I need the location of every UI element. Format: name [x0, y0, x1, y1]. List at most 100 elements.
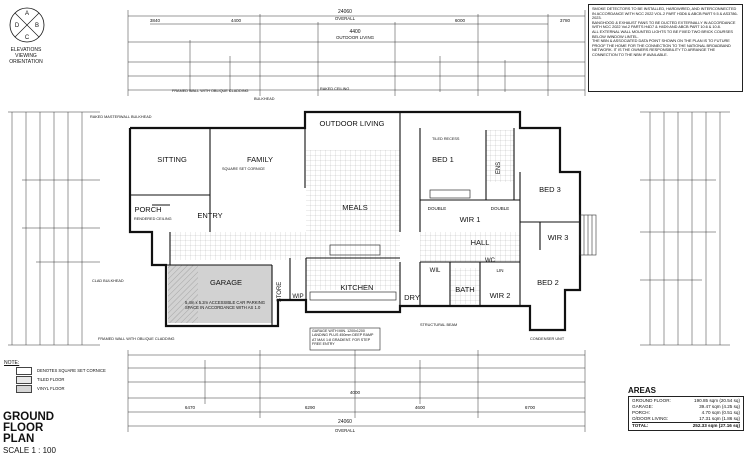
room-wir2: WIR 2	[490, 291, 511, 300]
dim-outdoor-living-label: OUTDOOR LIVING	[336, 35, 375, 40]
note-framed-wall-top: FRAMED WALL WITH OBLIQUE CLADDING	[172, 89, 249, 93]
legend: NOTE: DENOTES SQUARE SET CORNICE TILED F…	[4, 360, 114, 393]
room-linen: LIN	[496, 268, 503, 273]
interior-walls	[130, 112, 580, 326]
note-square-set: SQUARE SET CORNICE	[222, 167, 265, 171]
left-dimensions	[8, 111, 100, 346]
garage-note-container: 5.4m x 5.2m ACCESSIBLE CAR PARKING SPACE…	[185, 300, 265, 310]
compass-line	[14, 12, 40, 38]
room-bed3: BED 3	[539, 185, 561, 194]
orientation-letter: A	[25, 11, 29, 17]
room-sitting: SITTING	[157, 155, 187, 164]
areas-label: GROUND FLOOR:	[632, 398, 671, 403]
dim-overall-top: 24060	[338, 9, 352, 15]
note-text: BANGHOOD & EXHAUST FANS TO BE DUCTED EXT…	[592, 19, 736, 30]
legend-item: DENOTES SQUARE SET CORNICE	[4, 366, 114, 375]
room-dry: DRY	[404, 293, 420, 302]
dim-overall-top-label: OVERALL	[335, 16, 356, 21]
legend-item: VINYL FLOOR	[4, 384, 114, 393]
bottom-dimensions	[127, 350, 586, 432]
areas-panel: AREAS GROUND FLOOR: 190.85 sqm (20.54 sq…	[628, 386, 744, 431]
areas-squares: (4.25 sq)	[721, 404, 740, 409]
areas-row: GROUND FLOOR: 190.85 sqm (20.54 sq)	[632, 398, 740, 404]
dim-overall-bottom: 24060	[338, 419, 352, 425]
dim-bottom: 6700	[525, 405, 536, 410]
label-double-1: DOUBLE	[428, 206, 447, 211]
note-raked-ceiling: RAKED CEILING	[320, 87, 349, 91]
room-kitchen: KITCHEN	[341, 283, 374, 292]
note-text: SMOKE DETECTORS TO BE INSTALLED, HARDWIR…	[592, 6, 738, 21]
tiled-floor-entry	[170, 232, 306, 260]
legend-item: TILED FLOOR	[4, 375, 114, 384]
areas-total-value: 252.33 sqm	[692, 423, 718, 428]
room-bath: BATH	[455, 285, 474, 294]
dim-top: 3840	[150, 18, 161, 23]
areas-title: AREAS	[628, 386, 657, 395]
areas-total-row: TOTAL: 252.33 sqm (27.16 sq)	[632, 422, 740, 429]
rear-deck-steps	[579, 214, 597, 256]
note-text: THE NBN & ASSOCIATED DATA POINT SHOWN ON…	[592, 38, 731, 57]
areas-value: 190.85 sqm	[694, 398, 719, 403]
orientation-letter: C	[25, 35, 30, 41]
note-tiled-recess: TILED RECESS	[432, 137, 460, 141]
room-entry: ENTRY	[197, 211, 222, 220]
room-wir1: WIR 1	[460, 215, 481, 224]
plan-scale: SCALE 1 : 100	[3, 446, 56, 455]
note-framed-wall-bottom: FRAMED WALL WITH OBLIQUE CLADDING	[98, 337, 175, 341]
room-garage: GARAGE	[210, 278, 242, 287]
tiled-floor-ens	[486, 130, 514, 182]
tiled-floor-hall	[420, 232, 520, 262]
legend-swatch	[16, 384, 32, 393]
room-wip: WIP	[292, 294, 303, 300]
note-porch-ceiling: RENDERED CEILING	[134, 217, 172, 221]
areas-row: GARAGE: 39.47 sqm (4.25 sq)	[632, 404, 740, 410]
notes-box: SMOKE DETECTORS TO BE INSTALLED, HARDWIR…	[588, 4, 743, 92]
kitchen-benches	[309, 189, 471, 301]
legend-swatch	[16, 366, 32, 375]
note-structural-beam: STRUCTURAL BEAM	[420, 323, 457, 327]
tiled-floor-bath	[450, 268, 480, 304]
plan-title: GROUND FLOOR PLAN	[3, 411, 55, 445]
areas-squares: (1.86 sq)	[721, 416, 740, 421]
areas-total-squares: (27.16 sq)	[718, 423, 740, 428]
note-text: ALL EXTERNAL WALL MOUNTED LIGHTS TO BE F…	[592, 28, 733, 39]
areas-total-label: TOTAL:	[632, 423, 649, 428]
areas-row: PORCH: 4.70 sqm (0.51 sq)	[632, 410, 740, 416]
room-wc: WC	[485, 258, 496, 264]
note-condenser: CONDENSER UNIT	[530, 337, 565, 341]
orientation-letter: D	[15, 23, 20, 29]
legend-label: VINYL FLOOR	[37, 386, 65, 391]
note-garage-landing: GARAGE WITH MIN. 1200x1200 LANDING PLUS …	[312, 329, 374, 346]
room-porch: PORCH	[134, 205, 161, 214]
room-outdoor-living: OUTDOOR LIVING	[319, 119, 384, 128]
orientation-label: ELEVATIONS VIEWING ORIENTATION	[9, 47, 43, 65]
room-wir3: WIR 3	[548, 233, 569, 242]
note-bulkhead: BULKHEAD	[254, 97, 275, 101]
right-dimensions	[640, 111, 730, 346]
garage-landing-box	[309, 327, 381, 351]
dim-top: 4400	[231, 18, 242, 23]
areas-value: 39.47 sqm	[699, 404, 721, 409]
areas-label: PORCH:	[632, 410, 650, 415]
areas-label: O/DOOR LIVING:	[632, 416, 669, 421]
room-bed1: BED 1	[432, 155, 454, 164]
areas-squares: (20.54 sq)	[719, 398, 740, 403]
room-ens: ENS	[496, 162, 502, 174]
legend-label: DENOTES SQUARE SET CORNICE	[37, 368, 106, 373]
room-family: FAMILY	[247, 155, 273, 164]
legend-swatch	[16, 375, 32, 384]
areas-value: 4.70 sqm	[701, 410, 721, 415]
dim-overall-bottom-label: OVERALL	[335, 428, 356, 433]
areas-row: O/DOOR LIVING: 17.31 sqm (1.86 sq)	[632, 416, 740, 422]
dim-bottom: 6470	[185, 405, 196, 410]
room-meals: MEALS	[342, 203, 367, 212]
areas-table: GROUND FLOOR: 190.85 sqm (20.54 sq) GARA…	[628, 396, 744, 431]
top-dimensions	[127, 10, 586, 96]
room-hall: HALL	[471, 238, 490, 247]
tiled-floor-living	[306, 150, 400, 290]
garage-landing-container: GARAGE WITH MIN. 1200x1200 LANDING PLUS …	[312, 329, 374, 346]
areas-label: GARAGE:	[632, 404, 653, 409]
areas-squares: (0.51 sq)	[721, 410, 740, 415]
orientation-letter: B	[35, 23, 39, 29]
